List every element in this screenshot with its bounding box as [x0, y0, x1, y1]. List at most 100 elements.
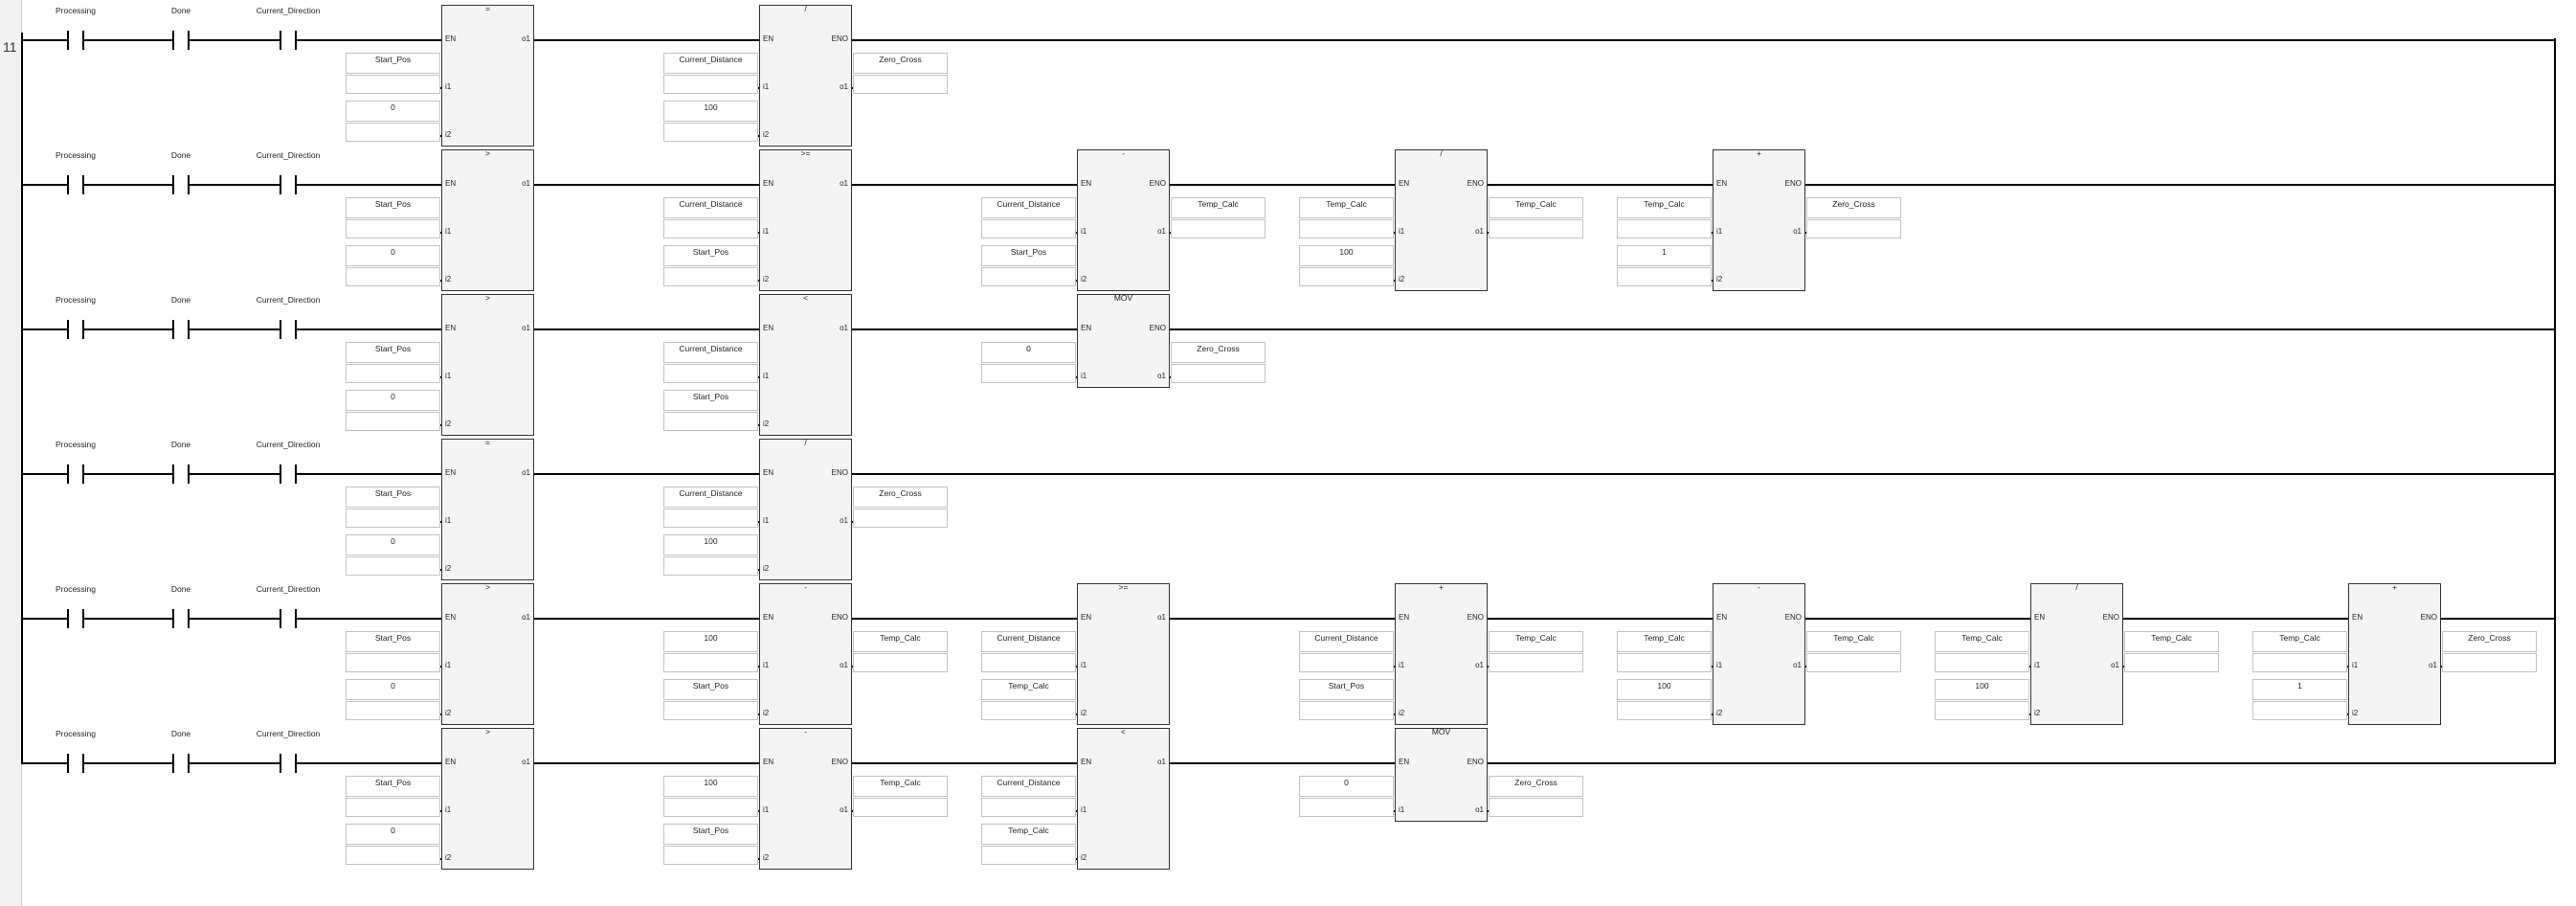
input-variable-field-empty[interactable]	[346, 75, 440, 94]
input-variable-field[interactable]: Current_Distance	[663, 342, 758, 363]
input-variable-field-empty[interactable]	[346, 701, 440, 720]
output-variable-field-empty[interactable]	[1171, 219, 1266, 238]
input-variable-field-empty[interactable]	[346, 123, 440, 142]
output-variable-field-empty[interactable]	[1806, 219, 1901, 238]
input-variable-field[interactable]: Temp_Calc	[981, 679, 1076, 700]
input-variable-field[interactable]: Start_Pos	[1299, 679, 1394, 700]
input-variable-field-empty[interactable]	[346, 653, 440, 672]
output-variable-field-empty[interactable]	[1489, 798, 1583, 817]
output-variable-field[interactable]: Zero_Cross	[2442, 631, 2537, 652]
output-variable-field[interactable]: Temp_Calc	[1806, 631, 1901, 652]
input-variable-field[interactable]: Current_Distance	[981, 776, 1076, 797]
input-variable-field[interactable]: Start_Pos	[346, 487, 440, 508]
output-variable-field-empty[interactable]	[853, 509, 948, 528]
input-variable-field[interactable]: 100	[663, 534, 758, 555]
contact-current-direction[interactable]	[280, 609, 297, 628]
input-variable-field[interactable]: Current_Distance	[663, 197, 758, 218]
input-variable-field-empty[interactable]	[663, 701, 758, 720]
input-variable-field[interactable]: Start_Pos	[663, 390, 758, 411]
input-variable-field[interactable]: Current_Distance	[663, 487, 758, 508]
input-variable-field-empty[interactable]	[663, 364, 758, 383]
output-variable-field[interactable]: Temp_Calc	[1489, 631, 1583, 652]
output-variable-field-empty[interactable]	[1806, 653, 1901, 672]
input-variable-field[interactable]: Temp_Calc	[1935, 631, 2029, 652]
input-variable-field-empty[interactable]	[1299, 653, 1394, 672]
input-variable-field[interactable]: 100	[1617, 679, 1712, 700]
input-variable-field[interactable]: Temp_Calc	[1617, 197, 1712, 218]
input-variable-field-empty[interactable]	[663, 219, 758, 238]
contact-done[interactable]	[172, 464, 190, 484]
output-variable-field[interactable]: Temp_Calc	[853, 776, 948, 797]
contact-current-direction[interactable]	[280, 464, 297, 484]
contact-processing[interactable]	[67, 175, 84, 194]
input-variable-field-empty[interactable]	[346, 364, 440, 383]
input-variable-field-empty[interactable]	[1299, 798, 1394, 817]
input-variable-field[interactable]: Start_Pos	[346, 197, 440, 218]
contact-done[interactable]	[172, 175, 190, 194]
contact-done[interactable]	[172, 754, 190, 773]
input-variable-field-empty[interactable]	[1935, 701, 2029, 720]
input-variable-field[interactable]: 0	[346, 679, 440, 700]
input-variable-field[interactable]: Start_Pos	[663, 679, 758, 700]
output-variable-field-empty[interactable]	[853, 75, 948, 94]
output-variable-field-empty[interactable]	[2124, 653, 2219, 672]
input-variable-field[interactable]: 100	[663, 101, 758, 122]
input-variable-field-empty[interactable]	[1617, 219, 1712, 238]
input-variable-field-empty[interactable]	[346, 846, 440, 865]
input-variable-field-empty[interactable]	[346, 219, 440, 238]
input-variable-field-empty[interactable]	[981, 219, 1076, 238]
contact-processing[interactable]	[67, 320, 84, 339]
input-variable-field[interactable]: Current_Distance	[981, 631, 1076, 652]
output-variable-field-empty[interactable]	[853, 653, 948, 672]
contact-done[interactable]	[172, 609, 190, 628]
output-variable-field-empty[interactable]	[1489, 219, 1583, 238]
output-variable-field[interactable]: Temp_Calc	[853, 631, 948, 652]
input-variable-field[interactable]: 100	[1299, 245, 1394, 266]
contact-processing[interactable]	[67, 31, 84, 50]
input-variable-field-empty[interactable]	[663, 123, 758, 142]
input-variable-field-empty[interactable]	[663, 556, 758, 576]
contact-current-direction[interactable]	[280, 754, 297, 773]
input-variable-field-empty[interactable]	[981, 267, 1076, 286]
input-variable-field-empty[interactable]	[346, 509, 440, 528]
input-variable-field[interactable]: 100	[663, 631, 758, 652]
input-variable-field[interactable]: Start_Pos	[981, 245, 1076, 266]
input-variable-field[interactable]: 100	[663, 776, 758, 797]
output-variable-field[interactable]: Zero_Cross	[853, 53, 948, 74]
contact-current-direction[interactable]	[280, 31, 297, 50]
input-variable-field[interactable]: Current_Distance	[981, 197, 1076, 218]
input-variable-field-empty[interactable]	[663, 509, 758, 528]
input-variable-field[interactable]: Temp_Calc	[2252, 631, 2347, 652]
input-variable-field-empty[interactable]	[981, 846, 1076, 865]
input-variable-field[interactable]: Start_Pos	[346, 53, 440, 74]
input-variable-field-empty[interactable]	[663, 75, 758, 94]
input-variable-field-empty[interactable]	[346, 556, 440, 576]
contact-done[interactable]	[172, 320, 190, 339]
input-variable-field[interactable]: Temp_Calc	[1299, 197, 1394, 218]
input-variable-field[interactable]: 0	[346, 824, 440, 845]
contact-processing[interactable]	[67, 609, 84, 628]
output-variable-field-empty[interactable]	[1171, 364, 1266, 383]
output-variable-field[interactable]: Zero_Cross	[1171, 342, 1266, 363]
output-variable-field-empty[interactable]	[2442, 653, 2537, 672]
input-variable-field-empty[interactable]	[1299, 219, 1394, 238]
contact-processing[interactable]	[67, 464, 84, 484]
input-variable-field[interactable]: Start_Pos	[346, 631, 440, 652]
